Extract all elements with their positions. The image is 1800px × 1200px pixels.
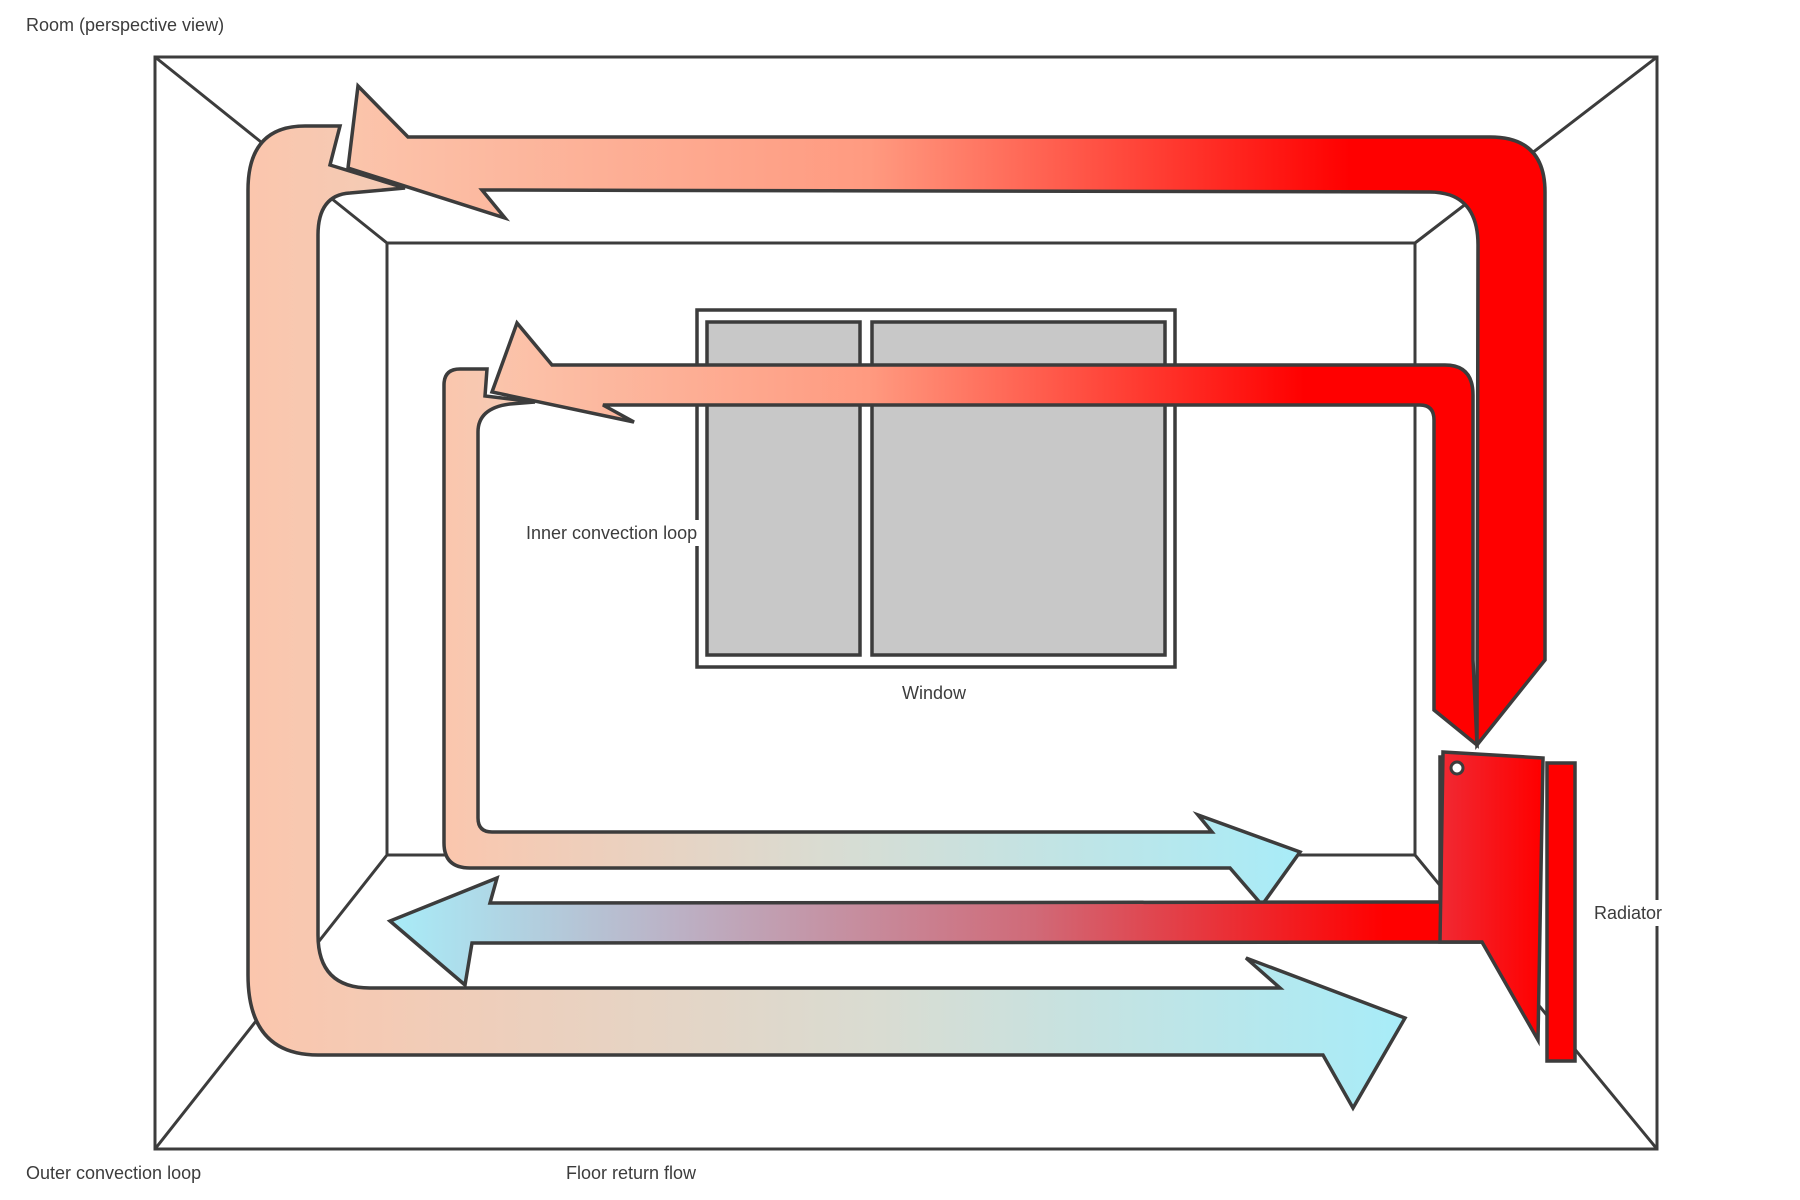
inner-ceiling-arrow [489, 319, 1479, 749]
label-window: Window [896, 680, 973, 706]
room-outer-frame [153, 55, 1659, 1151]
room-edge-top-right [1414, 55, 1658, 245]
flow-outer [246, 82, 1547, 1112]
floor-return-arrow [386, 755, 1535, 1027]
label-flow-outer: Outer convection loop [20, 1160, 208, 1186]
radiator-assembly [386, 750, 1577, 1063]
label-radiator: Radiator [1588, 900, 1669, 926]
label-flow-return: Floor return flow [560, 1160, 703, 1186]
outer-left-riser [246, 124, 1408, 1112]
outer-ceiling-arrow [346, 82, 1547, 751]
radiator-valve [1449, 760, 1465, 776]
radiator-body [1438, 750, 1545, 1047]
label-flow-inner: Inner convection loop [520, 520, 704, 546]
flow-inner [442, 319, 1479, 908]
inner-left-riser [442, 367, 1303, 908]
radiator-fin [1545, 761, 1577, 1063]
label-room: Room (perspective view) [20, 12, 231, 38]
